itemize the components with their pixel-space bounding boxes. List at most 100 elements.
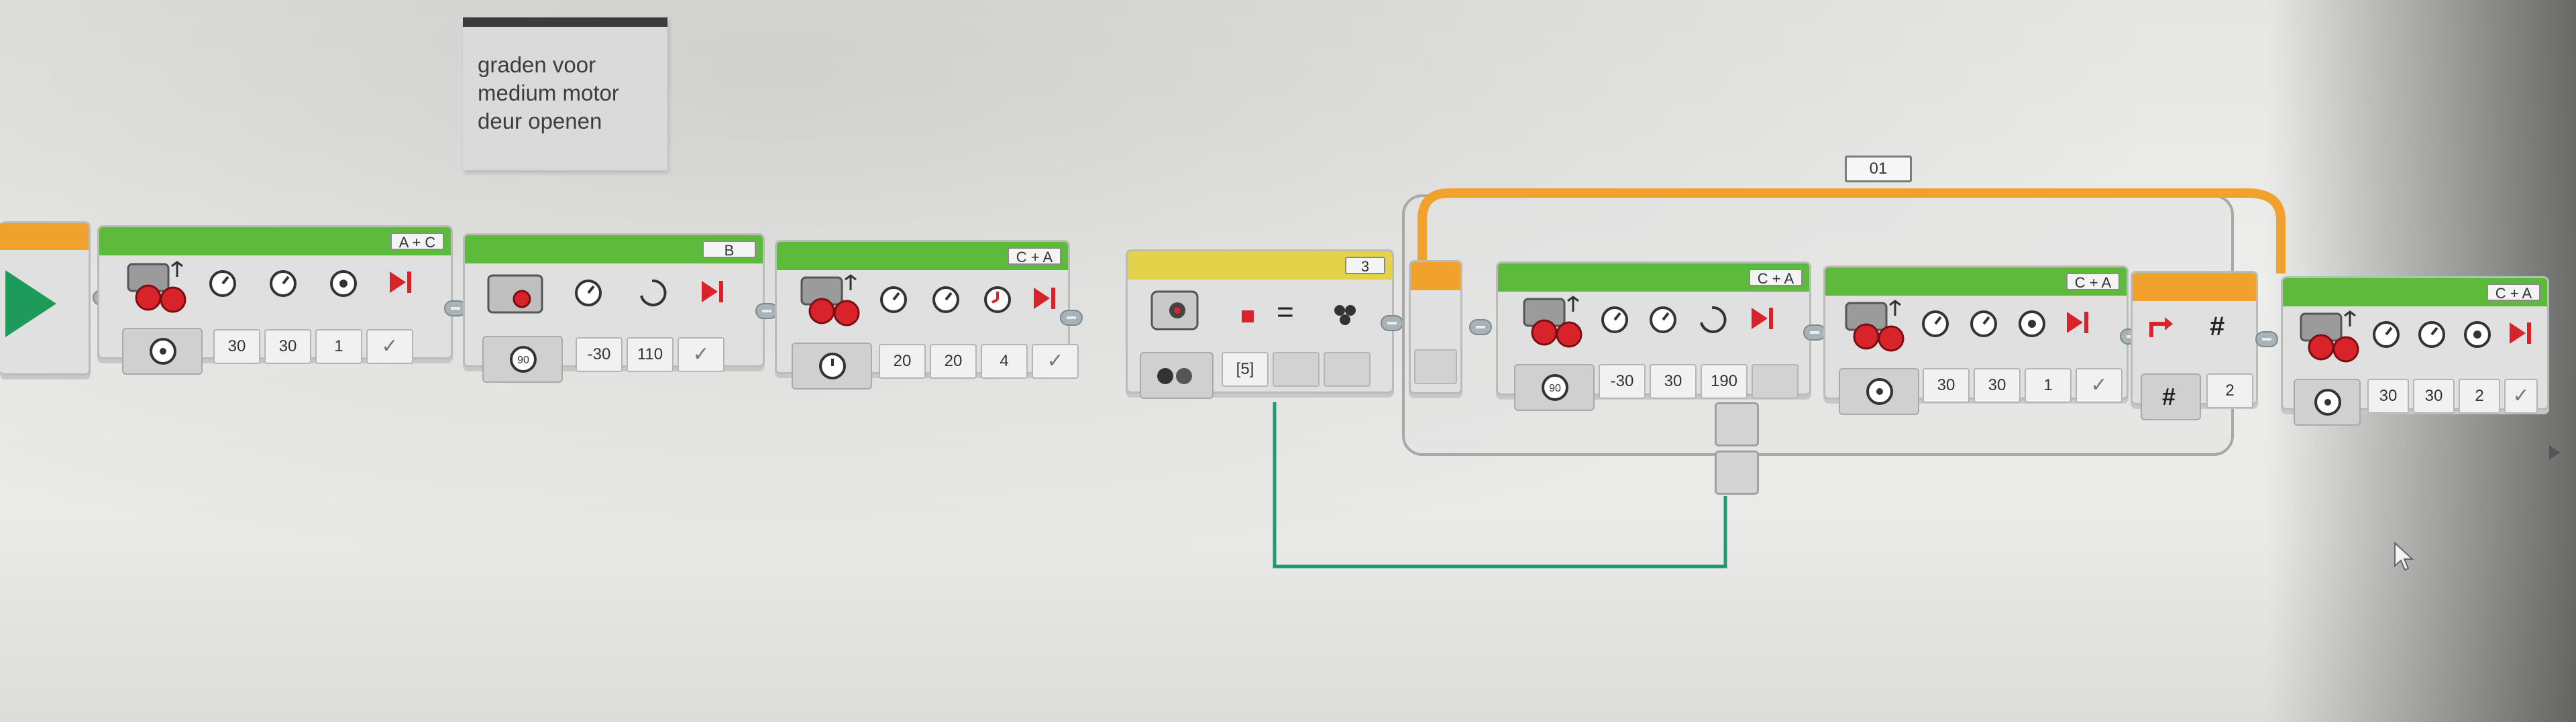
mouse-cursor-icon	[2394, 542, 2414, 571]
port-selector[interactable]: C + A	[2066, 273, 2120, 291]
loop-start-block[interactable]	[1409, 260, 1462, 394]
start-block-bar	[0, 223, 89, 250]
brake-icon	[702, 281, 723, 302]
mode-selector[interactable]: 90	[482, 336, 563, 383]
param-brake-plug[interactable]	[1752, 364, 1799, 399]
parameter-row: 30 30 2 ✓	[2367, 379, 2538, 414]
brake-icon	[2067, 312, 2088, 333]
medium-motor-icon	[487, 274, 543, 314]
param-brake[interactable]: ✓	[2076, 368, 2123, 403]
mode-selector[interactable]: #	[2141, 373, 2201, 420]
seconds-icon	[984, 286, 1011, 313]
color-sensor-icon	[1150, 290, 1199, 330]
param-speed-right[interactable]: 30	[1650, 364, 1697, 399]
large-motor-icon	[127, 261, 186, 313]
rotation-icon	[2019, 310, 2045, 337]
move-tank-block-5[interactable]: C + A 30 30 2 ✓	[2281, 276, 2549, 426]
speed-icon	[1601, 306, 1628, 333]
param-speed-right[interactable]: 30	[2413, 379, 2455, 414]
parameter-row: -30 110 ✓	[576, 337, 724, 372]
color-set-icon	[1334, 305, 1356, 325]
param-rotations[interactable]: 2	[2459, 379, 2500, 414]
param-speed-left[interactable]: 30	[1923, 368, 1970, 403]
speed-icon	[1970, 310, 1997, 337]
svg-text:90: 90	[517, 355, 529, 366]
count-mode-icon: #	[2162, 383, 2176, 410]
medium-motor-block[interactable]: B 90 -30 110 ✓	[463, 233, 765, 383]
move-tank-block-4[interactable]: C + A 30 30 1 ✓	[1823, 265, 2129, 415]
sequence-connector	[1381, 315, 1403, 331]
brake-icon	[1752, 308, 1773, 329]
param-color-set[interactable]: [5]	[1222, 352, 1269, 387]
port-selector[interactable]: 3	[1345, 257, 1385, 275]
speed-icon	[880, 286, 907, 313]
output-plug-compare[interactable]	[1273, 352, 1320, 387]
port-selector[interactable]: A + C	[390, 233, 444, 251]
comment-note[interactable]: graden voor medium motor deur openen	[463, 17, 667, 170]
param-rotations[interactable]: 1	[2025, 368, 2072, 403]
param-speed-right[interactable]: 30	[264, 329, 311, 364]
port-selector[interactable]: B	[702, 241, 756, 259]
output-plug-color[interactable]	[1324, 352, 1371, 387]
param-brake[interactable]: ✓	[678, 337, 724, 372]
scroll-right-icon[interactable]	[2546, 442, 2563, 463]
param-speed-right[interactable]: 20	[930, 344, 977, 379]
mode-selector[interactable]	[2294, 379, 2361, 426]
large-motor-icon	[1845, 300, 1904, 352]
move-tank-block-3[interactable]: C + A 90 -30 30 190	[1496, 261, 1811, 411]
param-speed[interactable]: -30	[576, 337, 623, 372]
start-play-icon	[5, 270, 56, 337]
port-selector[interactable]: C + A	[1008, 247, 1061, 265]
loop-end-block[interactable]: # # 2	[2131, 271, 2258, 420]
parameter-row: 30 30 1 ✓	[1923, 368, 2123, 403]
brake-icon	[2510, 322, 2531, 344]
comment-line-3: deur openen	[478, 109, 602, 133]
parameter-row: 20 20 4 ✓	[879, 344, 1079, 379]
param-speed-left[interactable]: 30	[2367, 379, 2409, 414]
param-count[interactable]: 2	[2206, 373, 2253, 408]
mode-selector[interactable]	[1839, 368, 1919, 415]
color-sensor-block[interactable]: 3 = [5]	[1126, 249, 1394, 399]
port-selector[interactable]: C + A	[1749, 269, 1803, 287]
mode-selector[interactable]	[1140, 352, 1214, 399]
param-brake[interactable]: ✓	[366, 329, 413, 364]
parameter-row: 2	[2206, 373, 2253, 408]
param-brake[interactable]: ✓	[1032, 344, 1079, 379]
start-block[interactable]	[0, 221, 91, 375]
loop-label[interactable]: 01	[1845, 156, 1912, 182]
mode-selector[interactable]	[122, 328, 203, 375]
param-speed-left[interactable]: 20	[879, 344, 926, 379]
param-speed-left[interactable]: -30	[1599, 364, 1646, 399]
rotation-icon	[1866, 378, 1893, 405]
rotation-icon	[2464, 321, 2491, 348]
rotation-icon	[330, 270, 357, 297]
count-mode-icon: #	[2210, 312, 2225, 341]
move-tank-block-1[interactable]: A + C 30 30 1 ✓	[97, 225, 453, 375]
svg-text:90: 90	[1549, 383, 1561, 394]
mode-selector[interactable]	[792, 343, 872, 389]
loop-return-icon	[2149, 317, 2173, 337]
comment-line-1: graden voor	[478, 52, 596, 77]
port-selector[interactable]: C + A	[2487, 284, 2540, 302]
data-wire-plug[interactable]	[1715, 450, 1759, 495]
speed-icon	[2373, 321, 2400, 348]
parameter-row: -30 30 190	[1599, 364, 1799, 399]
param-degrees[interactable]: 190	[1701, 364, 1748, 399]
param-brake[interactable]: ✓	[2504, 379, 2538, 414]
brake-icon	[1034, 288, 1055, 309]
speed-icon	[1922, 310, 1949, 337]
param-degrees[interactable]: 110	[627, 337, 674, 372]
param-rotations[interactable]: 1	[315, 329, 362, 364]
mode-selector[interactable]: 90	[1514, 364, 1595, 411]
degrees-icon	[1700, 306, 1727, 333]
speed-icon	[270, 270, 297, 297]
brake-icon	[390, 272, 411, 293]
move-tank-block-2[interactable]: C + A 20 20 4 ✓	[775, 240, 1079, 389]
param-speed-right[interactable]: 30	[1974, 368, 2021, 403]
data-wire-plug[interactable]	[1715, 402, 1759, 446]
param-speed-left[interactable]: 30	[213, 329, 260, 364]
comment-line-2: medium motor	[478, 80, 619, 105]
loop-input-plug[interactable]	[1414, 349, 1457, 384]
param-seconds[interactable]: 4	[981, 344, 1028, 379]
